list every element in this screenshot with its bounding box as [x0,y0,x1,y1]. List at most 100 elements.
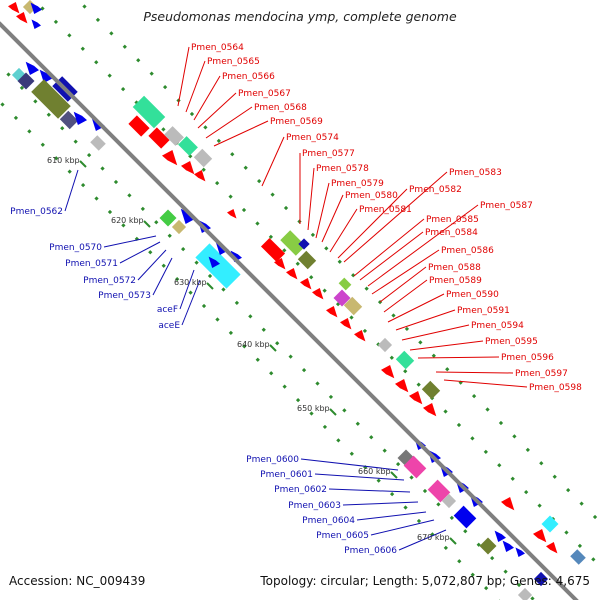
gene-arrow [8,2,20,14]
gene-arrow [533,529,547,543]
leader-line [197,92,237,129]
leader-line [379,266,427,303]
leader-line [314,473,405,481]
gene-label: Pmen_0578 [316,164,369,174]
leader-line [342,501,419,506]
leader-line [315,182,330,239]
leader-line [370,519,435,536]
gene-label: Pmen_0600 [246,455,299,465]
leader-line [181,279,201,326]
gene-arrow [395,379,409,393]
leader-line [103,235,157,248]
leader-line [152,257,173,296]
leader-line [213,120,269,147]
dotted-track [75,0,600,525]
gene-labels: Pmen_0564Pmen_0565Pmen_0566Pmen_0567Pmen… [10,43,582,556]
gene-feature [403,455,427,479]
leader-line [193,75,221,121]
leader-line [261,136,285,187]
gene-label: Pmen_0566 [222,72,275,82]
gene-label: Pmen_0574 [286,133,339,143]
gene-label: Pmen_0582 [409,185,462,195]
gene-label: Pmen_0564 [191,43,244,53]
gene-arrow [354,330,366,342]
gene-feature [541,515,559,533]
leader-line [401,324,470,341]
gene-arrow [31,19,41,29]
gene-feature [395,350,415,370]
leader-line [179,269,195,310]
gene-feature [31,79,71,119]
gene-feature [59,110,79,130]
leader-line [443,379,528,388]
gene-label: Pmen_0587 [480,201,533,211]
gene-feature [338,277,352,291]
gene-label: Pmen_0573 [98,291,151,301]
gene-arrow [381,365,395,379]
gene-label: Pmen_0577 [302,149,355,159]
gene-label: Pmen_0603 [288,501,341,511]
gene-label: aceE [158,321,180,331]
scale-tick-label: 620 kbp [111,216,144,225]
gene-arrow [286,268,298,280]
gene-arrow [312,288,324,300]
leader-line [321,194,344,243]
gene-feature [128,115,150,137]
gene-label: Pmen_0562 [10,207,63,217]
gene-feature [479,537,497,555]
gene-arrow [501,497,515,511]
gene-arrow [409,391,423,405]
gene-label: Pmen_0594 [471,321,524,331]
gene-feature [333,289,351,307]
gene-arrow [340,318,352,330]
accession-text: Accession: NC_009439 [9,574,146,588]
gene-feature [570,549,586,565]
backbone-line [0,21,579,600]
gene-label: Pmen_0570 [49,243,102,253]
gene-arrow [16,12,28,24]
gene-arrow [39,69,53,83]
gene-label: Pmen_0606 [344,546,397,556]
gene-arrow [25,61,39,75]
gene-label: Pmen_0601 [260,470,313,480]
gene-arrow [194,170,206,182]
gene-label: Pmen_0571 [65,259,118,269]
gene-feature [90,135,106,151]
gene-label: Pmen_0590 [446,290,499,300]
gene-arrow [162,150,178,166]
scale-tick-mark [269,344,277,352]
gene-label: Pmen_0589 [429,276,482,286]
dotted-track [0,63,537,600]
scale-tick-label: 640 kbp [237,340,270,349]
leader-line [205,106,253,139]
gene-feature [441,493,457,509]
leader-line [387,293,445,323]
gene-label: Pmen_0598 [529,383,582,393]
gene-arrow [326,306,338,318]
gene-label: Pmen_0605 [316,531,369,541]
label-leader-lines [64,46,528,551]
gene-label: Pmen_0583 [449,168,502,178]
genome-summary-text: Topology: circular; Length: 5,072,807 bp… [260,574,590,588]
leader-line [329,208,358,253]
gene-feature [171,219,187,235]
gene-feature [377,337,393,353]
gene-feature [280,230,306,256]
gene-label: Pmen_0595 [485,337,538,347]
gene-label: Pmen_0568 [254,103,307,113]
gene-arrow [227,209,237,219]
gene-label: Pmen_0569 [270,117,323,127]
gene-feature [421,380,441,400]
gene-arrow [73,111,87,125]
gene-arrow [208,256,220,268]
gene-label: Pmen_0584 [425,228,478,238]
leader-line [395,309,456,331]
gene-arrow [300,278,312,290]
gene-arrow [180,208,196,224]
gene-feature [533,571,549,587]
gene-label: Pmen_0579 [331,179,384,189]
gene-label: Pmen_0588 [428,263,481,273]
